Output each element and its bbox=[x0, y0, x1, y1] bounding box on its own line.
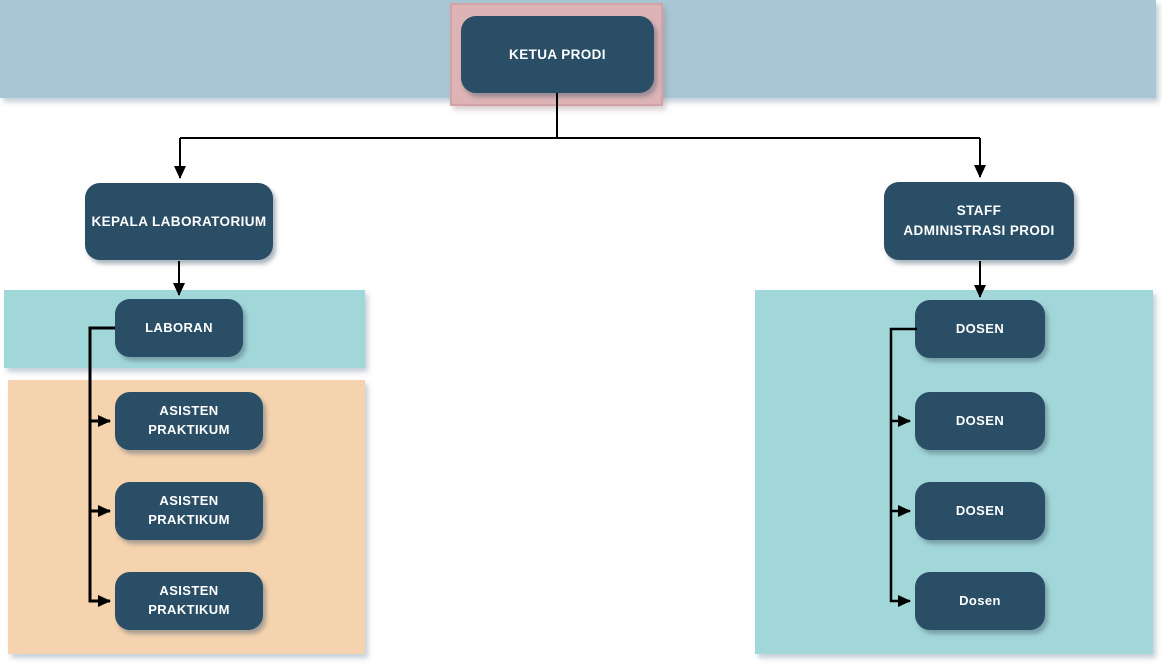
node-asisten-praktikum-3: ASISTEN PRAKTIKUM bbox=[115, 572, 263, 630]
node-dosen-3: DOSEN bbox=[915, 482, 1045, 540]
node-asisten-praktikum-2: ASISTEN PRAKTIKUM bbox=[115, 482, 263, 540]
node-asisten-praktikum-1: ASISTEN PRAKTIKUM bbox=[115, 392, 263, 450]
node-laboran: LABORAN bbox=[115, 299, 243, 357]
node-ketua-prodi: KETUA PRODI bbox=[461, 16, 654, 93]
node-kepala-laboratorium: KEPALA LABORATORIUM bbox=[85, 183, 273, 260]
node-dosen-2: DOSEN bbox=[915, 392, 1045, 450]
node-dosen-1: DOSEN bbox=[915, 300, 1045, 358]
node-staff-administrasi-prodi: STAFF ADMINISTRASI PRODI bbox=[884, 182, 1074, 260]
node-dosen-4: Dosen bbox=[915, 572, 1045, 630]
